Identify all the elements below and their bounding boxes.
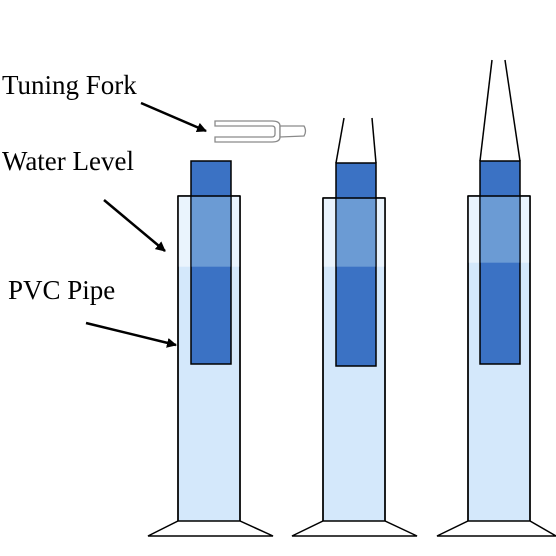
resonance-line-3-left [479,59,493,162]
arrow-icon-water-level [103,199,166,252]
arrow-icon-tuning-fork [140,101,207,133]
resonance-line-2-left [335,117,345,164]
setup-3 [436,59,556,537]
inner-pipe-2-overlap [336,198,376,267]
water-level-label: Water Level [2,146,134,176]
setup-2 [291,117,418,537]
pvc-pipe-label: PVC Pipe [8,275,116,305]
stand-base-2 [291,520,418,537]
resonance-line-2-right [371,117,377,164]
resonance-line-3-right [504,59,521,162]
tuning-fork-label: Tuning Fork [2,70,137,100]
inner-pipe-1-overlap [191,196,231,267]
tuning-fork-icon [214,120,307,143]
arrow-icon-pvc-pipe [85,321,177,348]
setup-1 [147,160,274,537]
stand-base-1 [147,520,274,537]
inner-pipe-3-overlap [480,196,520,263]
stand-base-3 [436,520,556,537]
